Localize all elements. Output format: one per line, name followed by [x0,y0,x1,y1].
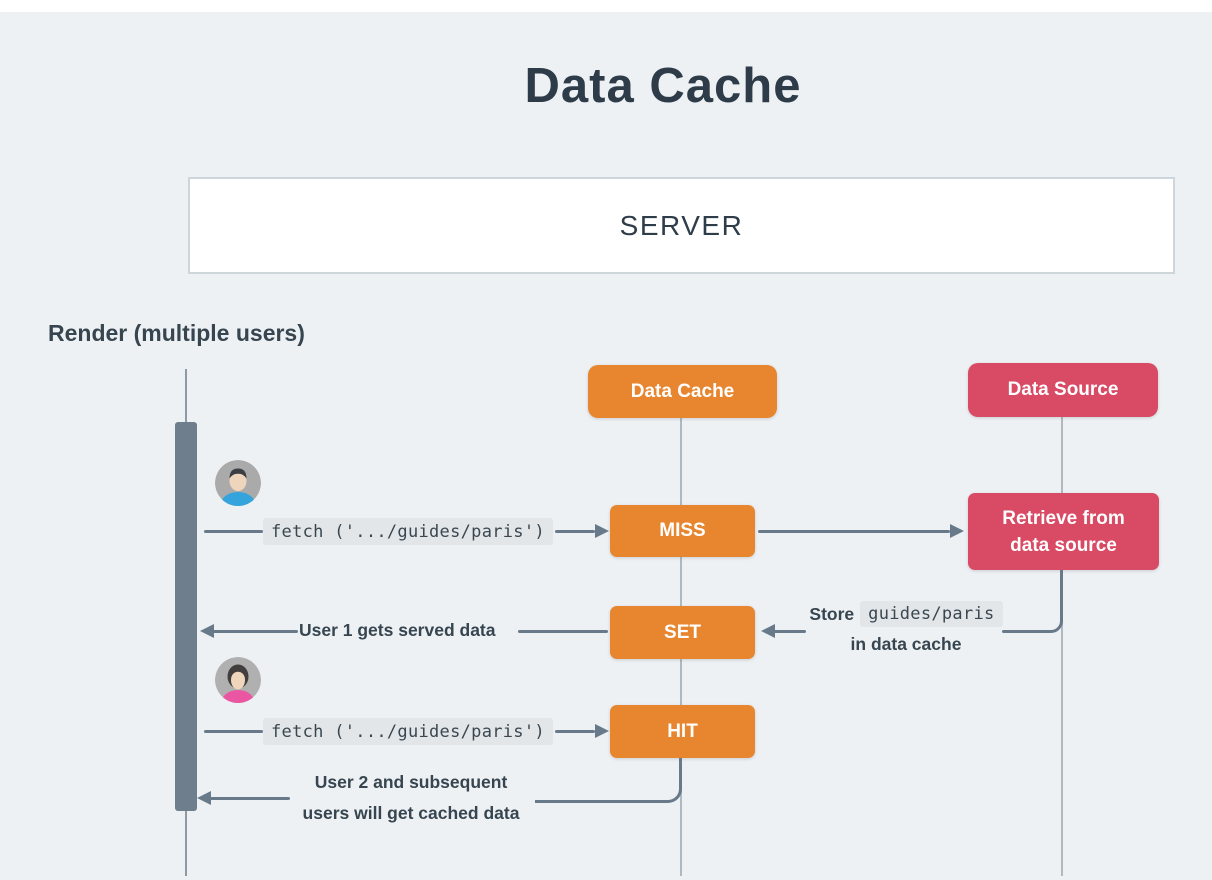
data-source-lifeline [1061,416,1063,876]
fetch2-line-right [555,730,595,733]
store-label: Store guides/paris in data cache [800,601,1012,655]
set-box-label: SET [664,621,701,643]
data-source-header: Data Source [968,363,1158,417]
render-label: Render (multiple users) [48,320,305,346]
server-box-label: SERVER [619,209,744,241]
retrieve-line2: data source [1010,534,1117,556]
miss-to-source-line [758,530,950,533]
user2-line-left [210,797,290,800]
fetch1-line-right [555,530,595,533]
fetch2-line-left [204,730,263,733]
retrieve-box: Retrieve from data source [968,493,1159,570]
store-line-right [1002,630,1046,633]
miss-to-source-arrowhead-icon [950,524,964,538]
miss-box-label: MISS [659,520,706,541]
data-cache-header: Data Cache [588,365,777,418]
store-line-left [773,630,806,633]
user1-line-right [518,630,608,633]
fetch2-arrowhead-icon [595,724,609,738]
miss-box: MISS [610,505,755,557]
store-arrowhead-icon [761,624,775,638]
data-source-header-label: Data Source [1007,379,1119,400]
fetch1-line-left [204,530,263,533]
user1-arrowhead-icon [200,624,214,638]
user2-arrowhead-icon [197,791,211,805]
user1-avatar-icon [215,460,261,506]
fetch1-arrowhead-icon [595,524,609,538]
top-strip [0,0,1212,12]
hit-box-label: HIT [667,720,698,742]
user2-cached-label: User 2 and subsequent users will get cac… [288,771,534,824]
retrieve-line1: Retrieve from [1002,507,1125,529]
store-code-chip: guides/paris [860,601,1003,627]
page-title: Data Cache [524,59,802,113]
user2-cached-line2: users will get cached data [302,803,520,823]
retrieve-box-label: Retrieve from data source [1002,505,1125,559]
store-label-line1: Store guides/paris [800,601,1012,627]
user1-line-left [212,630,298,633]
store-prefix: Store [809,603,855,624]
cached-return-elbow-connector [535,758,682,803]
server-box: SERVER [188,177,1175,274]
fetch2-code-label: fetch ('.../guides/paris') [263,718,553,745]
fetch1-code-label: fetch ('.../guides/paris') [263,518,553,545]
store-label-line2: in data cache [850,634,962,654]
hit-box: HIT [610,705,755,758]
store-elbow-connector [1042,570,1063,633]
user2-avatar-icon [215,657,261,703]
user2-cached-line1: User 2 and subsequent [314,772,508,792]
set-box: SET [610,606,755,659]
data-cache-header-label: Data Cache [630,380,735,402]
user1-served-label: User 1 gets served data [299,620,496,640]
render-activation-bar [175,422,197,811]
